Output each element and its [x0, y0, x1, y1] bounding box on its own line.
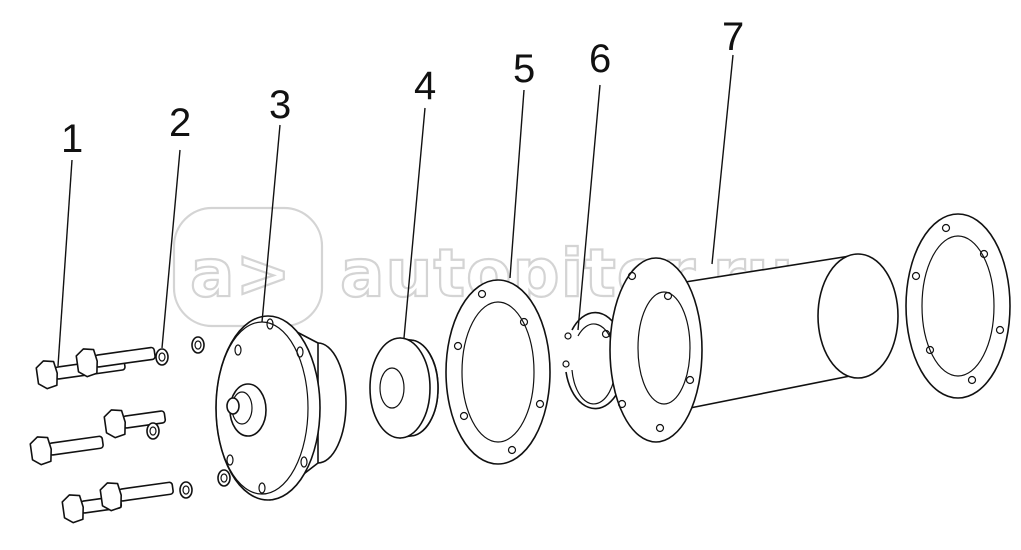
callout-2: 2 [169, 101, 191, 145]
part-7-housing-tube [601, 253, 899, 443]
part-2-washers [146, 336, 231, 499]
watermark-logo: a> [190, 235, 292, 312]
leader-line-1 [57, 159, 73, 367]
leader-line-6 [577, 84, 601, 331]
callout-1: 1 [61, 117, 83, 161]
part-3-flange-hub [215, 315, 347, 501]
watermark: a> autopiter.ru [172, 206, 794, 328]
leader-line-2 [161, 149, 181, 349]
part-5-gasket [445, 279, 551, 465]
rear-gasket [905, 213, 1011, 399]
leader-line-3 [261, 124, 281, 323]
callout-5: 5 [513, 47, 535, 91]
leader-line-5 [509, 89, 525, 279]
callout-labels: 1 2 3 4 5 6 7 [61, 15, 744, 161]
callout-4: 4 [414, 64, 436, 108]
callout-3: 3 [269, 83, 291, 127]
callout-7: 7 [722, 15, 744, 59]
callout-6: 6 [589, 37, 611, 81]
leader-line-4 [403, 107, 426, 339]
part-4-bushing [369, 337, 439, 439]
leader-line-7 [711, 54, 734, 265]
leader-lines [57, 54, 734, 367]
part-1-bolts [29, 346, 174, 524]
